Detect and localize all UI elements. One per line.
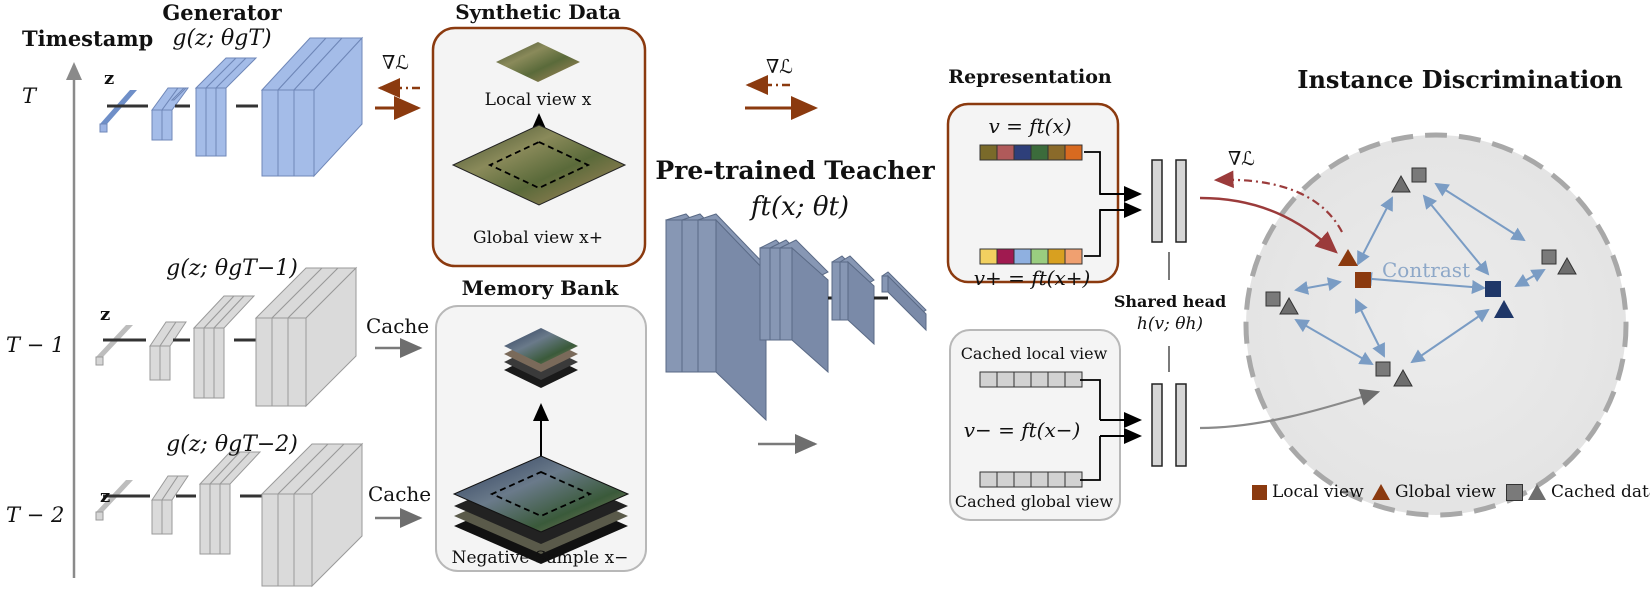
v-vector-cell bbox=[996, 144, 1015, 161]
cached-global-vector-cell bbox=[979, 471, 998, 488]
dark-blue-square bbox=[1485, 281, 1501, 297]
representation-panel bbox=[946, 102, 1142, 284]
v-vector-cell bbox=[1064, 144, 1083, 161]
vplus-vector-cell bbox=[1047, 248, 1066, 265]
memory-bank-panel bbox=[435, 305, 647, 572]
gradient-label-left: ∇ℒ bbox=[382, 52, 409, 74]
dark-blue-triangle bbox=[1494, 300, 1514, 318]
shared-head-bottom bbox=[1151, 346, 1187, 467]
z-label-mid: z bbox=[100, 304, 111, 325]
cached-global-label: Cached global view bbox=[954, 492, 1114, 511]
v-vector-cell bbox=[1013, 144, 1032, 161]
cached-pair-top bbox=[1391, 167, 1427, 193]
gradient-label-middle: ∇ℒ bbox=[766, 56, 793, 78]
vplus-vector bbox=[979, 248, 1083, 265]
cached-pair-right bbox=[1541, 249, 1577, 275]
generator-blue bbox=[99, 36, 364, 178]
v-formula: v = ft(x) bbox=[988, 114, 1072, 138]
synthetic-data-panel bbox=[431, 26, 647, 268]
vplus-vector-cell bbox=[1030, 248, 1049, 265]
local-view-label: Local view x bbox=[484, 90, 592, 110]
legend-cached-label: Cached data bbox=[1551, 482, 1650, 502]
v-vector-cell bbox=[1047, 144, 1066, 161]
cached-local-vector bbox=[979, 371, 1083, 388]
legend-global-icon bbox=[1372, 484, 1390, 500]
vplus-vector-cell bbox=[979, 248, 998, 265]
v-vector-cell bbox=[979, 144, 998, 161]
legend-cached-square-icon bbox=[1506, 483, 1523, 501]
local-view-square bbox=[1355, 272, 1371, 288]
shared-head-title: Shared head bbox=[1113, 292, 1227, 311]
gradient-label-circle: ∇ℒ bbox=[1228, 148, 1255, 170]
gradient-arrow-circle bbox=[1213, 170, 1343, 233]
cached-local-vector-cell bbox=[1047, 371, 1066, 388]
cached-local-vector-cell bbox=[1030, 371, 1049, 388]
cached-to-circle-arrow bbox=[1199, 388, 1381, 430]
cached-global-vector-cell bbox=[1013, 471, 1032, 488]
teacher-title: Pre-trained Teacher bbox=[655, 156, 935, 185]
contrast-label: Contrast bbox=[1382, 258, 1471, 282]
cache-label-t2: Cache bbox=[368, 482, 432, 506]
synthetic-data-title: Synthetic Data bbox=[455, 0, 621, 24]
legend-local-label: Local view bbox=[1272, 482, 1364, 502]
vplus-vector-cell bbox=[1013, 248, 1032, 265]
global-view-triangle bbox=[1338, 249, 1358, 266]
cached-pair-bottom bbox=[1375, 361, 1413, 387]
shared-head-top bbox=[1151, 159, 1187, 280]
contrast-arrows bbox=[1294, 182, 1546, 366]
legend-cached-triangle-icon bbox=[1528, 484, 1546, 500]
vplus-vector-cell bbox=[1064, 248, 1083, 265]
z-label-top: z bbox=[104, 68, 115, 89]
instance-discrimination-title: Instance Discrimination bbox=[1297, 65, 1623, 94]
timestamp-t: T bbox=[22, 84, 37, 108]
cached-global-vector-cell bbox=[1030, 471, 1049, 488]
generator-grey-t2 bbox=[95, 442, 364, 588]
generator-formula-bot: g(z; θgT−2) bbox=[166, 432, 298, 457]
cached-pair-left bbox=[1265, 291, 1299, 315]
legend-global-label: Global view bbox=[1395, 482, 1496, 502]
cached-global-vector bbox=[979, 471, 1083, 488]
shared-head-formula: h(v; θh) bbox=[1136, 314, 1204, 334]
legend-global: Global view bbox=[1372, 482, 1496, 502]
vminus-formula: v− = ft(x−) bbox=[963, 418, 1081, 442]
memory-bank-title: Memory Bank bbox=[461, 276, 619, 300]
cached-local-vector-cell bbox=[1064, 371, 1083, 388]
generator-title: Generator bbox=[162, 0, 282, 25]
cached-local-vector-cell bbox=[996, 371, 1015, 388]
timestamp-t2: T − 2 bbox=[6, 503, 65, 527]
cached-global-vector-cell bbox=[1047, 471, 1066, 488]
cached-global-vector-cell bbox=[1064, 471, 1083, 488]
cached-local-label: Cached local view bbox=[960, 344, 1108, 363]
vplus-vector-cell bbox=[996, 248, 1015, 265]
cached-global-vector-cell bbox=[996, 471, 1015, 488]
cached-local-vector-cell bbox=[979, 371, 998, 388]
negative-sample-label: Negative Sample x− bbox=[451, 548, 629, 568]
cache-label-t1: Cache bbox=[366, 314, 430, 338]
v-vector bbox=[979, 144, 1083, 161]
generator-formula-top: g(z; θgT) bbox=[172, 26, 272, 51]
global-view-label: Global view x+ bbox=[473, 228, 603, 248]
generator-grey-t1 bbox=[95, 266, 358, 408]
timestamp-t1: T − 1 bbox=[6, 333, 65, 357]
v-vector-cell bbox=[1030, 144, 1049, 161]
legend-cached: Cached data bbox=[1506, 482, 1650, 502]
vplus-formula: v+ = ft(x+) bbox=[973, 266, 1091, 290]
cached-panel bbox=[949, 329, 1142, 521]
z-label-bot: z bbox=[100, 486, 111, 507]
legend-local: Local view bbox=[1252, 482, 1364, 502]
generator-formula-mid: g(z; θgT−1) bbox=[166, 256, 298, 281]
teacher-network bbox=[665, 213, 927, 422]
head-to-circle-arrow bbox=[1199, 196, 1338, 254]
legend-local-icon bbox=[1252, 484, 1267, 500]
timeline-axis bbox=[66, 62, 82, 578]
representation-title: Representation bbox=[948, 66, 1112, 88]
teacher-formula: ft(x; θt) bbox=[750, 192, 850, 222]
timestamp-title: Timestamp bbox=[22, 26, 154, 51]
cached-local-vector-cell bbox=[1013, 371, 1032, 388]
